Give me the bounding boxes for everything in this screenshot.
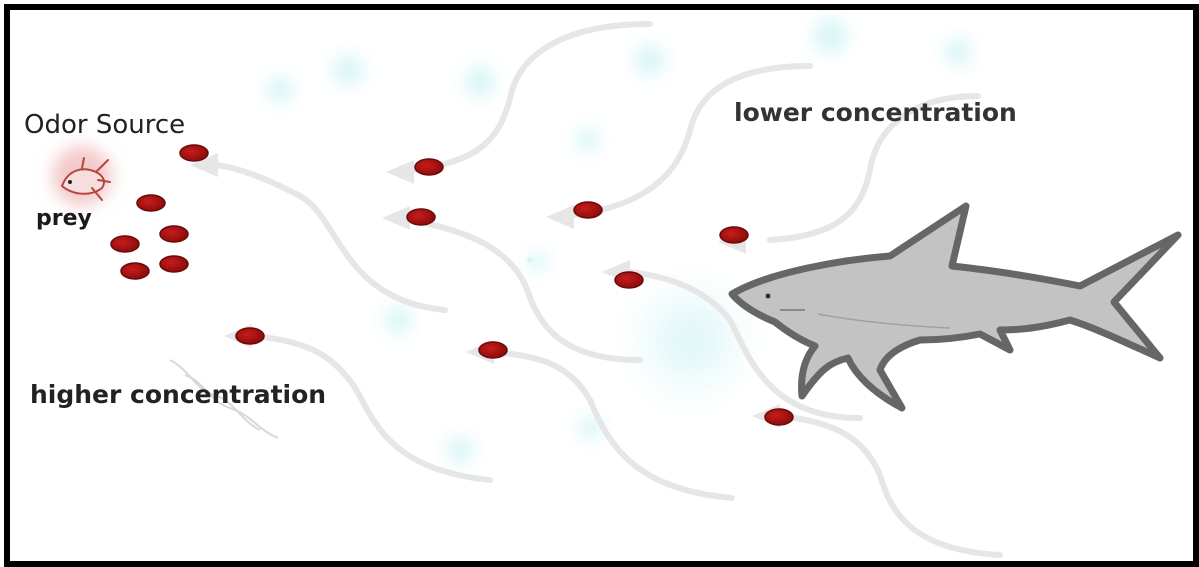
odor-particle — [111, 236, 139, 252]
odor-particle — [574, 202, 602, 218]
current-arrow — [780, 416, 1000, 555]
current-arrow — [572, 66, 810, 215]
diagram-frame: Odor Source prey lower concentration hig… — [4, 4, 1199, 567]
water-tint — [266, 18, 972, 464]
odor-source-label: Odor Source — [24, 110, 185, 140]
odor-particle — [180, 145, 208, 161]
arrowhead — [386, 160, 414, 184]
arrowhead — [546, 205, 574, 229]
odor-particle — [407, 209, 435, 225]
higher-concentration-label: higher concentration — [30, 380, 326, 409]
odor-particle — [415, 159, 443, 175]
odor-particle — [121, 263, 149, 279]
current-arrow — [408, 220, 640, 360]
lower-concentration-label: lower concentration — [734, 98, 1017, 127]
odor-particle — [720, 227, 748, 243]
current-arrow — [412, 24, 650, 170]
odor-particle — [160, 226, 188, 242]
diagram-canvas — [10, 10, 1193, 561]
prey-fish-icon — [52, 146, 112, 206]
prey-label: prey — [36, 206, 92, 231]
odor-particle — [137, 195, 165, 211]
odor-particle — [765, 409, 793, 425]
current-arrow — [215, 165, 445, 310]
odor-particle — [160, 256, 188, 272]
odor-particle — [236, 328, 264, 344]
arrowhead — [382, 206, 410, 230]
odor-particle — [479, 342, 507, 358]
odor-particle — [615, 272, 643, 288]
